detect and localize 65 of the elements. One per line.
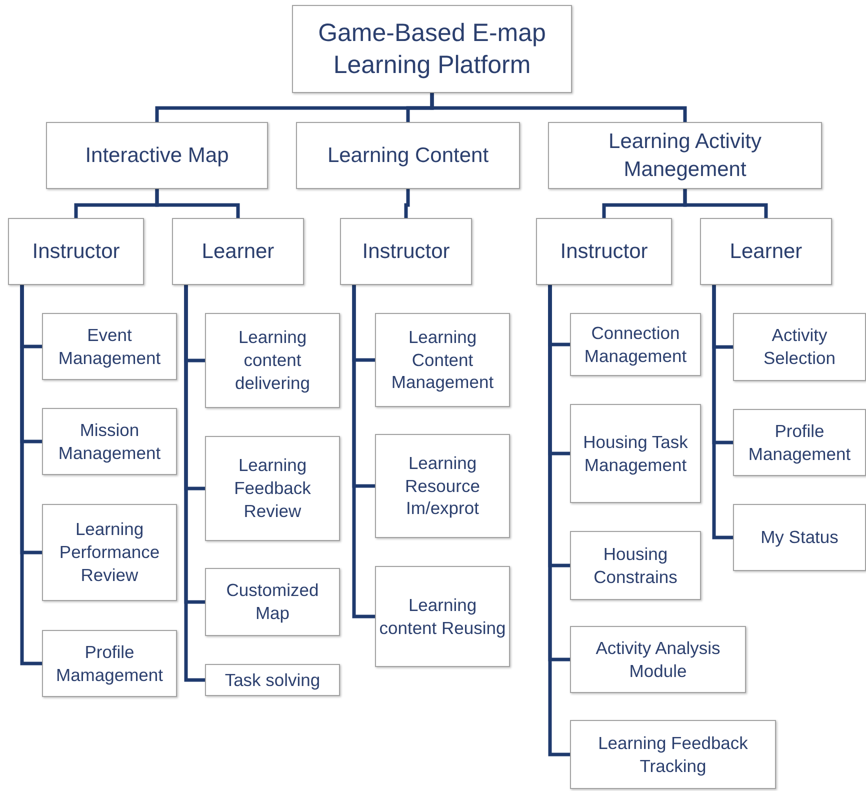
box-label: Task solving bbox=[224, 668, 322, 692]
connector-line bbox=[184, 285, 205, 682]
connector-line bbox=[683, 189, 768, 218]
connector-line bbox=[404, 189, 410, 218]
category-box bbox=[733, 504, 866, 571]
connector-line bbox=[20, 285, 42, 666]
category-box bbox=[536, 218, 672, 285]
category-box bbox=[733, 409, 866, 476]
category-box bbox=[570, 531, 701, 600]
box-label: Connection Management bbox=[583, 322, 688, 368]
category-box bbox=[42, 408, 177, 475]
box-label: My Status bbox=[760, 526, 840, 549]
category-box bbox=[375, 313, 510, 407]
connector-line bbox=[352, 285, 375, 618]
box-label: Event Management bbox=[57, 324, 162, 370]
box-label: Instructor bbox=[361, 238, 451, 265]
category-box bbox=[570, 313, 701, 376]
box-label: Interactive Map bbox=[84, 142, 230, 169]
box-label: Activity Analysis Module bbox=[594, 636, 722, 682]
box-label: Learning Content Management bbox=[390, 326, 495, 394]
connector-line bbox=[548, 285, 570, 756]
category-box bbox=[570, 626, 746, 693]
category-box bbox=[42, 504, 177, 601]
category-box bbox=[46, 122, 268, 189]
category-box bbox=[172, 218, 304, 285]
category-box bbox=[205, 568, 340, 636]
box-label: Learning Feedback Review bbox=[233, 454, 312, 523]
box-label: Learning Feedback Tracking bbox=[597, 732, 749, 778]
box-label: Learning Content bbox=[326, 142, 490, 169]
box-label: Learning Resource Im/exprot bbox=[404, 452, 481, 520]
box-label: Learner bbox=[200, 238, 276, 265]
category-box bbox=[205, 664, 340, 696]
box-label: Activity Selection bbox=[762, 324, 836, 370]
box-label: Instructor bbox=[31, 238, 121, 265]
category-box bbox=[570, 720, 776, 789]
category-box bbox=[42, 313, 177, 380]
category-box bbox=[205, 436, 340, 541]
box-label: Learning Activity Manegement bbox=[608, 129, 762, 182]
category-box bbox=[375, 566, 510, 667]
category-box bbox=[205, 313, 340, 408]
category-box bbox=[375, 434, 510, 538]
box-label: Instructor bbox=[559, 238, 649, 265]
connector-line bbox=[430, 93, 687, 122]
box-label: Learner bbox=[728, 238, 804, 265]
category-box bbox=[340, 218, 472, 285]
category-box bbox=[733, 313, 866, 381]
connector-line bbox=[712, 285, 733, 540]
box-label: Profile Management bbox=[747, 420, 852, 466]
category-box bbox=[8, 218, 144, 285]
box-label: Game-Based E-map Learning Platform bbox=[317, 18, 547, 81]
box-label: Learning Performance Review bbox=[58, 518, 161, 587]
category-box bbox=[700, 218, 832, 285]
box-label: Profile Mamagement bbox=[55, 640, 164, 686]
title-box bbox=[292, 5, 572, 93]
box-label: Housing Constrains bbox=[592, 542, 678, 588]
category-box bbox=[42, 630, 177, 697]
box-label: Mission Management bbox=[57, 418, 162, 464]
category-box bbox=[570, 404, 701, 503]
category-box bbox=[296, 122, 520, 189]
box-label: Learning content delivering bbox=[234, 326, 311, 395]
box-label: Learning content Reusing bbox=[378, 594, 507, 640]
category-box bbox=[548, 122, 822, 189]
connector-line bbox=[155, 189, 240, 218]
box-label: Customized Map bbox=[225, 579, 320, 625]
box-label: Housing Task Management bbox=[582, 430, 689, 476]
